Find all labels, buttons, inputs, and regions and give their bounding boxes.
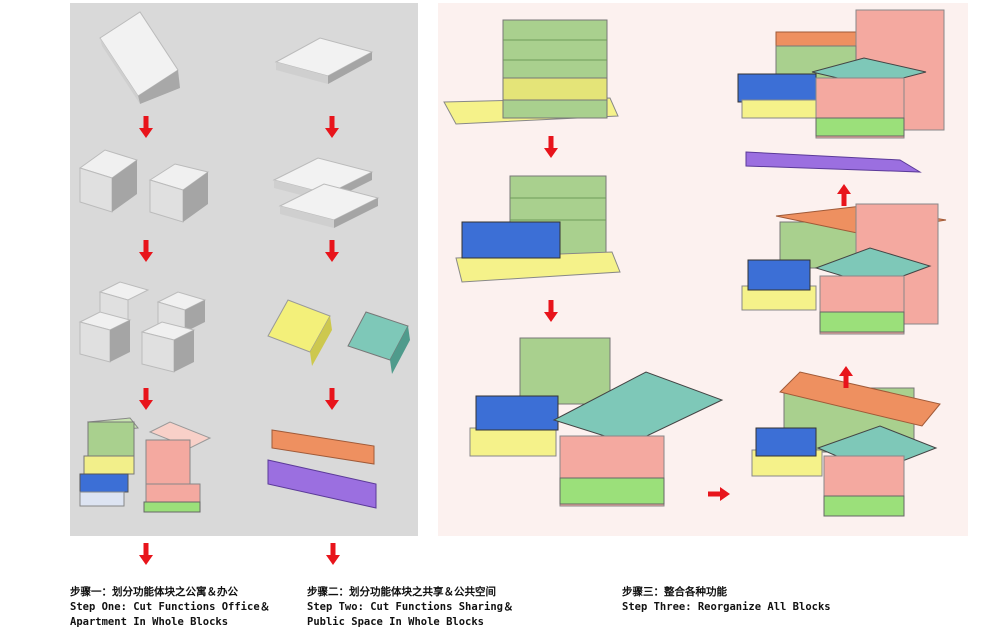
arrow-down-c2-3 <box>325 388 339 410</box>
caption-step-two-en2: Public Space In Whole Blocks <box>307 616 485 628</box>
arrow-down-c2-1 <box>325 116 339 138</box>
caption-step-one-en2: Apartment In Whole Blocks <box>70 616 229 628</box>
c2-colored-slabs <box>267 429 377 509</box>
c2-split-slabs <box>272 157 380 228</box>
caption-step-one-cn: 步骤一：划分功能体块之公寓＆办公 <box>70 586 238 598</box>
arrow-down-r2 <box>544 300 558 322</box>
c1-colored-blocks <box>79 417 212 513</box>
arrow-up-r2 <box>837 184 851 206</box>
c1-four-blocks <box>78 281 207 373</box>
arrow-down-c1-1 <box>139 116 153 138</box>
caption-step-one-en1: Step One: Cut Functions Office＆ <box>70 601 271 613</box>
arrow-right-r <box>708 487 730 501</box>
c1-split-blocks <box>78 149 210 223</box>
c1-whole-block <box>99 11 180 104</box>
caption-step-one: 步骤一：划分功能体块之公寓＆办公 Step One: Cut Functions… <box>70 585 270 630</box>
arrow-down-r1 <box>544 136 558 158</box>
caption-step-two-en1: Step Two: Cut Functions Sharing＆ <box>307 601 514 613</box>
c2-public-blocks <box>267 299 410 374</box>
caption-step-two: 步骤二：划分功能体块之共享＆公共空间 Step Two: Cut Functio… <box>307 585 513 630</box>
stage6-building <box>737 9 945 173</box>
caption-step-two-cn: 步骤二：划分功能体块之共享＆公共空间 <box>307 586 496 598</box>
c2-whole-slab <box>274 37 374 84</box>
caption-step-three: 步骤三：整合各种功能 Step Three: Reorganize All Bl… <box>622 585 831 615</box>
stage1-building <box>443 19 619 125</box>
stage5-building <box>741 203 947 335</box>
arrow-down-c1-3 <box>139 388 153 410</box>
stage4-building <box>751 371 941 517</box>
arrow-down-c1-2 <box>139 240 153 262</box>
arrow-down-cap-1 <box>139 543 153 565</box>
arrow-down-cap-2 <box>326 543 340 565</box>
stage2-building <box>455 175 621 283</box>
arrow-down-c2-2 <box>325 240 339 262</box>
caption-step-three-en1: Step Three: Reorganize All Blocks <box>622 601 831 613</box>
caption-step-three-cn: 步骤三：整合各种功能 <box>622 586 727 598</box>
stage3-building <box>469 337 724 507</box>
